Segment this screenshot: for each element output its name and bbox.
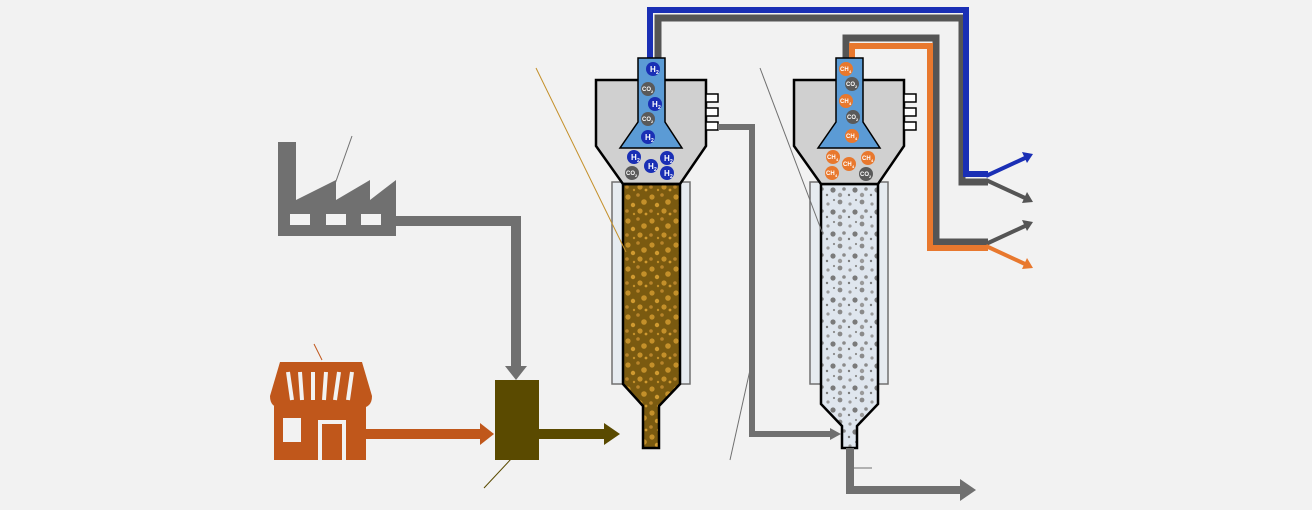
h2-molecule: H 2 bbox=[644, 159, 658, 173]
svg-text:2: 2 bbox=[651, 119, 654, 124]
svg-text:2: 2 bbox=[869, 174, 872, 179]
gas-output-pipes bbox=[647, 7, 988, 251]
effluent-pipe bbox=[718, 124, 841, 440]
co2-outlet-arrow-2 bbox=[985, 220, 1033, 246]
reactor-1-body bbox=[621, 182, 682, 450]
final-effluent-pipe bbox=[846, 448, 976, 501]
svg-text:2: 2 bbox=[670, 174, 673, 180]
svg-text:CH: CH bbox=[840, 67, 849, 73]
svg-text:2: 2 bbox=[654, 167, 657, 173]
ch4-molecule: CH 4 bbox=[839, 94, 853, 108]
svg-text:CH: CH bbox=[846, 134, 855, 140]
svg-text:CO: CO bbox=[860, 172, 869, 178]
svg-text:H: H bbox=[650, 65, 656, 74]
methane-reactor bbox=[792, 57, 917, 450]
svg-text:2: 2 bbox=[635, 173, 638, 178]
svg-text:H: H bbox=[631, 153, 637, 162]
svg-text:CO: CO bbox=[642, 87, 651, 93]
svg-text:2: 2 bbox=[651, 89, 654, 94]
svg-text:2: 2 bbox=[651, 138, 654, 144]
svg-text:CH: CH bbox=[840, 99, 849, 105]
reactor-1-leader-line bbox=[535, 67, 627, 253]
svg-text:2: 2 bbox=[658, 105, 661, 111]
co2-molecule: CO 2 bbox=[859, 167, 873, 181]
svg-text:H: H bbox=[648, 162, 654, 171]
mixer-leader-line bbox=[483, 457, 513, 489]
reactor-2-body bbox=[819, 182, 880, 450]
svg-text:4: 4 bbox=[836, 157, 839, 162]
svg-text:CH: CH bbox=[862, 156, 871, 162]
shop-icon bbox=[270, 362, 372, 460]
co2-molecule: CO 2 bbox=[845, 77, 859, 91]
h2-molecule: H 2 bbox=[660, 166, 674, 180]
food-waste-pipe bbox=[362, 423, 494, 445]
svg-text:CO: CO bbox=[847, 115, 856, 121]
svg-text:4: 4 bbox=[835, 173, 838, 178]
h2-outlet-arrow bbox=[985, 152, 1033, 178]
factory-waste-pipe bbox=[396, 216, 527, 380]
ch4-molecule: CH 4 bbox=[861, 151, 875, 165]
co2-molecule: CO 2 bbox=[625, 166, 639, 180]
svg-text:CO: CO bbox=[846, 82, 855, 88]
svg-text:CO: CO bbox=[642, 117, 651, 123]
ch4-molecule: CH 4 bbox=[839, 62, 853, 76]
ch4-outlet-arrow bbox=[985, 244, 1033, 269]
h2-molecule: H 2 bbox=[646, 62, 660, 76]
svg-text:CH: CH bbox=[843, 162, 852, 168]
svg-text:2: 2 bbox=[855, 84, 858, 89]
co2-outlet-arrow-1 bbox=[985, 178, 1033, 203]
svg-text:H: H bbox=[664, 169, 670, 178]
h2-molecule: H 2 bbox=[641, 130, 655, 144]
h2-molecule: H 2 bbox=[627, 150, 641, 164]
co2-molecule: CO 2 bbox=[641, 82, 655, 96]
svg-text:4: 4 bbox=[849, 69, 852, 74]
svg-text:4: 4 bbox=[849, 101, 852, 106]
svg-text:H: H bbox=[664, 154, 670, 163]
factory-leader-line bbox=[329, 135, 353, 199]
svg-text:2: 2 bbox=[856, 117, 859, 122]
ch4-molecule: CH 4 bbox=[825, 166, 839, 180]
ch4-molecule: CH 4 bbox=[826, 150, 840, 164]
svg-text:2: 2 bbox=[656, 70, 659, 76]
svg-text:CH: CH bbox=[827, 155, 836, 161]
h2-molecule: H 2 bbox=[648, 97, 662, 111]
h2-molecule: H 2 bbox=[660, 151, 674, 165]
svg-text:H: H bbox=[652, 100, 658, 109]
hydrogen-reactor bbox=[594, 57, 719, 450]
svg-text:4: 4 bbox=[852, 164, 855, 169]
feed-pipe bbox=[539, 423, 620, 445]
svg-text:CO: CO bbox=[626, 171, 635, 177]
svg-text:CH: CH bbox=[826, 171, 835, 177]
reactor-2-leader-line bbox=[759, 67, 823, 233]
effluent-leader-line bbox=[729, 351, 755, 461]
svg-text:2: 2 bbox=[637, 158, 640, 164]
mixing-tank-icon bbox=[495, 380, 539, 460]
co2-molecule: CO 2 bbox=[846, 110, 860, 124]
svg-text:4: 4 bbox=[855, 136, 858, 141]
ch4-molecule: CH 4 bbox=[845, 129, 859, 143]
co2-molecule: CO 2 bbox=[641, 112, 655, 126]
svg-text:2: 2 bbox=[670, 159, 673, 165]
svg-text:H: H bbox=[645, 133, 651, 142]
svg-text:4: 4 bbox=[871, 158, 874, 163]
shop-leader-line bbox=[313, 343, 323, 361]
factory-icon bbox=[278, 142, 396, 236]
ch4-molecule: CH 4 bbox=[842, 157, 856, 171]
